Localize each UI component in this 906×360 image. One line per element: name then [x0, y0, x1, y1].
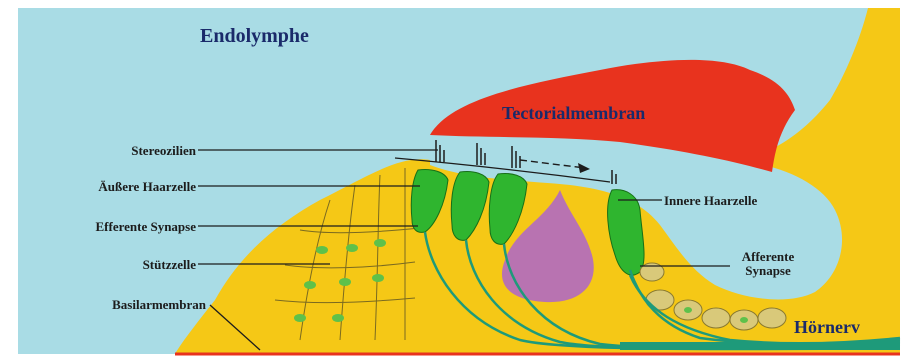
label-efferente-synapse: Efferente Synapse — [20, 220, 196, 233]
label-stuetzzelle: Stützzelle — [60, 258, 196, 271]
label-afferente-synapse-line1: Afferente — [718, 250, 818, 263]
label-endolymphe: Endolymphe — [200, 26, 309, 46]
label-basilarmembran: Basilarmembran — [30, 298, 206, 311]
label-hoernerv: Hörnerv — [794, 318, 860, 336]
label-afferente-synapse-line2: Synapse — [718, 264, 818, 277]
label-tectorialmembran: Tectorialmembran — [502, 104, 645, 122]
label-stereozilien: Stereozilien — [60, 144, 196, 157]
auditory-nerve-bundle — [620, 342, 900, 350]
label-aeussere-haarzelle: Äußere Haarzelle — [30, 180, 196, 193]
label-innere-haarzelle: Innere Haarzelle — [664, 194, 757, 207]
